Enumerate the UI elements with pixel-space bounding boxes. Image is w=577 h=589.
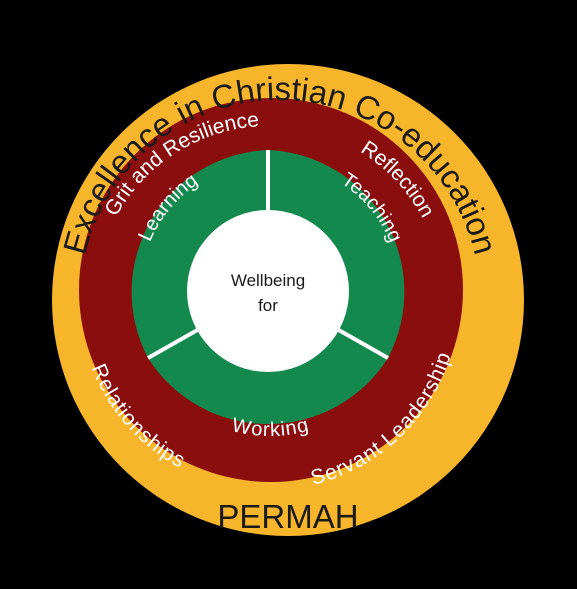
center-label-line1: Wellbeing	[231, 271, 305, 290]
center-circle	[187, 210, 349, 372]
outer-ring-bottom-label: PERMAH	[217, 498, 358, 535]
center-label-line2: for	[258, 296, 278, 315]
